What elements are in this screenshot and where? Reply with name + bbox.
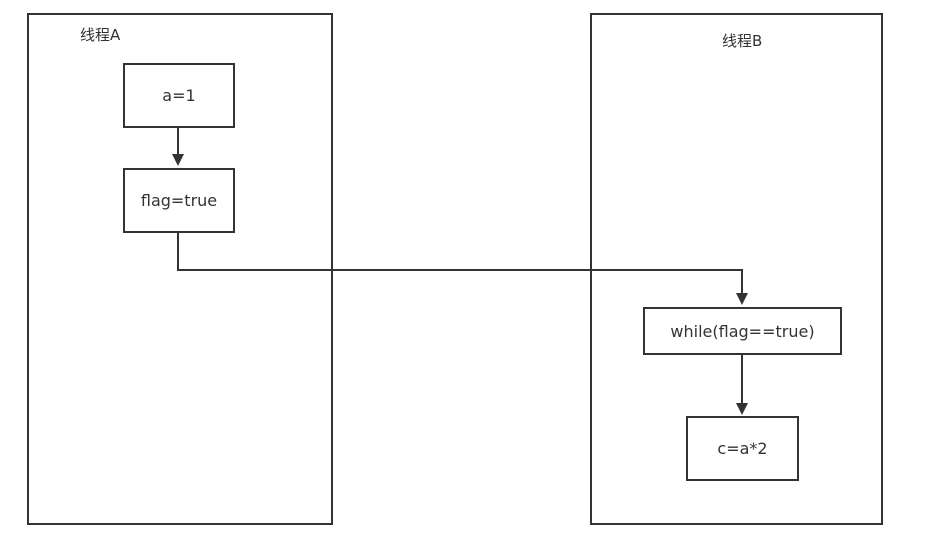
node-a-equals-1: a=1 — [123, 63, 235, 128]
edge-flag-to-while — [177, 233, 748, 305]
lane-thread-b-title: 线程B — [722, 32, 763, 50]
node-while-loop: while(flag==true) — [643, 307, 842, 355]
node-flag-true: flag=true — [123, 168, 235, 233]
lane-thread-a-title: 线程A — [80, 26, 121, 44]
node-c-assign: c=a*2 — [686, 416, 799, 481]
